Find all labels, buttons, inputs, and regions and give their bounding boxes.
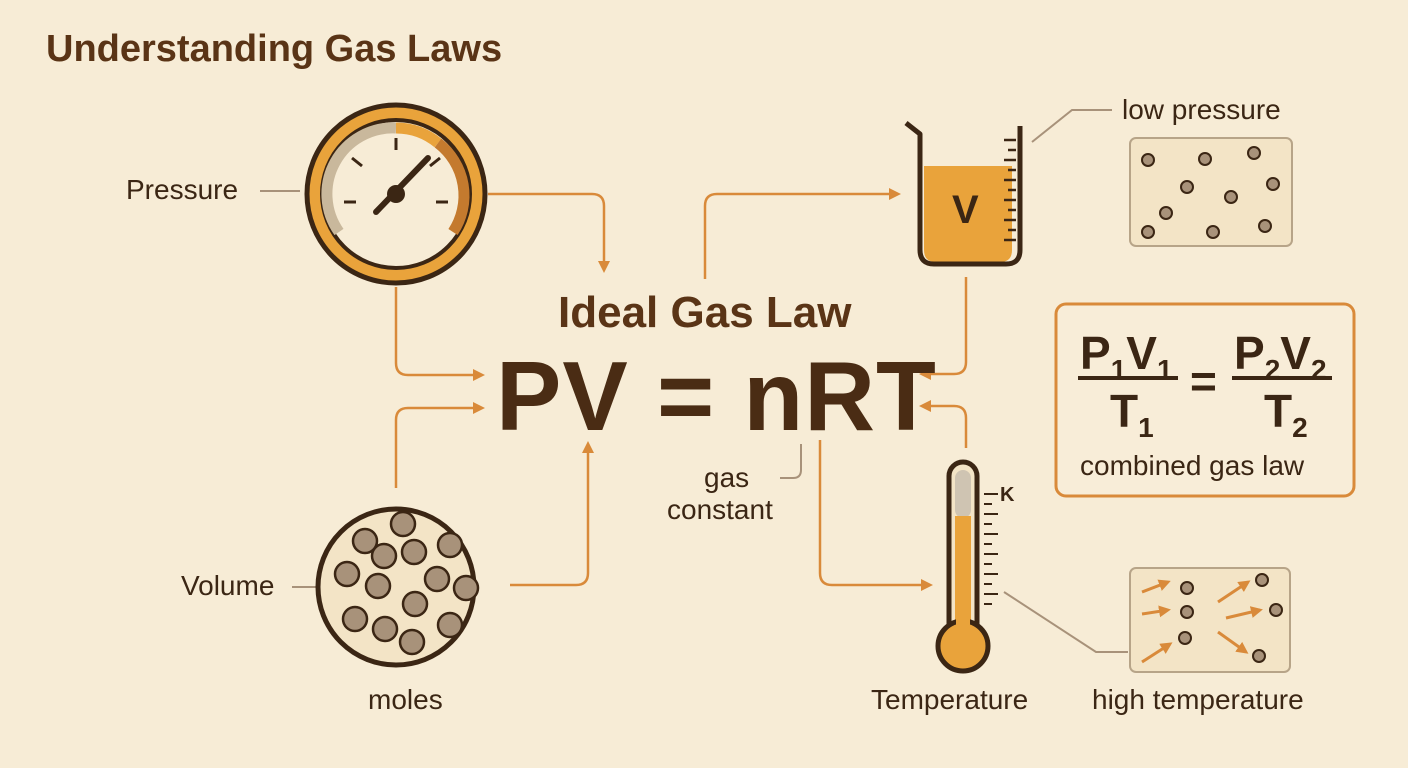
high-temperature-label: high temperature: [1092, 684, 1304, 715]
particle: [1141, 225, 1155, 239]
arrow-moles-to-equation-bottom: [510, 441, 594, 587]
particle: [351, 527, 379, 555]
particle-circle-icon: [315, 506, 480, 668]
particle: [1247, 146, 1261, 160]
particle: [1258, 219, 1272, 233]
arrow-thermometer-to-equation: [919, 400, 968, 448]
particle: [1198, 152, 1212, 166]
particle: [423, 565, 451, 593]
pressure-label: Pressure: [126, 174, 239, 205]
gas-label: gas: [704, 462, 750, 493]
high-temperature-box: [1129, 567, 1291, 673]
moles-label: moles: [368, 684, 443, 715]
ideal-gas-equation: PV = nRT: [496, 341, 937, 451]
beaker-icon: [904, 121, 1023, 267]
arrow-beaker-to-equation: [919, 277, 968, 380]
particle: [371, 615, 399, 643]
particle: [1266, 177, 1280, 191]
particle: [436, 531, 464, 559]
particle: [1159, 206, 1173, 220]
arrow-gauge-to-equation: [394, 287, 485, 381]
kelvin-label: K: [1000, 484, 1015, 506]
particle: [1206, 225, 1220, 239]
combined-gas-law-box: [1054, 302, 1356, 498]
particle: [436, 611, 464, 639]
particle: [1141, 153, 1155, 167]
arrow-equation-to-beaker: [703, 188, 901, 279]
particle: [401, 590, 429, 618]
particle: [341, 605, 369, 633]
combined-right-numerator: P2V2: [1234, 327, 1327, 386]
combined-left-denominator: T1: [1110, 385, 1154, 444]
volume-label: Volume: [181, 570, 275, 601]
particle: [370, 542, 398, 570]
pressure-gauge-icon: [304, 102, 488, 286]
page-title: Understanding Gas Laws: [46, 28, 503, 70]
arrow-gauge-to-title: [488, 192, 610, 273]
low-pressure-label: low pressure: [1122, 94, 1281, 125]
thermometer-icon: [935, 459, 998, 674]
arrow-moles-to-equation-left: [394, 402, 485, 488]
beaker-volume-label: V: [952, 188, 979, 232]
connector-arrows: [394, 188, 968, 591]
combined-gas-law-caption: combined gas law: [1080, 450, 1305, 481]
particle: [1180, 180, 1194, 194]
particle: [398, 628, 426, 656]
particle: [333, 560, 361, 588]
combined-equals: =: [1190, 355, 1217, 407]
particle: [364, 572, 392, 600]
combined-left-numerator: P1V1: [1080, 327, 1173, 386]
constant-label: constant: [667, 494, 773, 525]
particle: [400, 538, 428, 566]
low-pressure-box: [1129, 137, 1293, 247]
particle: [452, 574, 480, 602]
particle: [1224, 190, 1238, 204]
arrow-equation-to-thermometer: [818, 440, 933, 591]
ideal-gas-law-subtitle: Ideal Gas Law: [558, 288, 852, 337]
combined-right-denominator: T2: [1264, 385, 1308, 444]
leader-lines: [260, 109, 1128, 653]
particle: [389, 510, 417, 538]
temperature-label: Temperature: [871, 684, 1029, 715]
